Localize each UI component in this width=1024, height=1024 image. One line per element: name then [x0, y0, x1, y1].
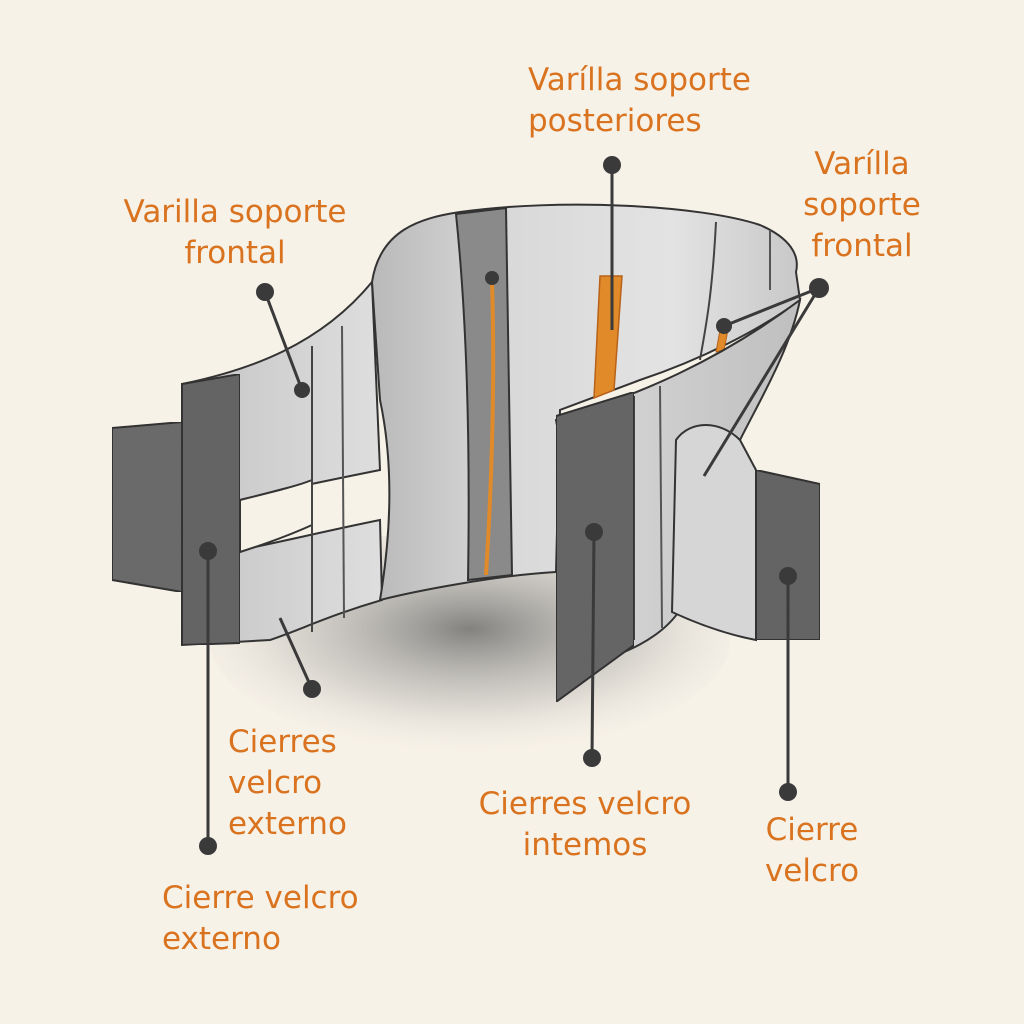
dot-velcro-inner: [583, 749, 601, 767]
right-velcro-tab: [755, 468, 821, 641]
label-front-rod-right: Varílla soporte frontal: [803, 146, 921, 264]
dot-front-right-top: [809, 278, 829, 298]
back-dark-strip: [454, 206, 514, 582]
dot-right-tab: [779, 567, 797, 585]
left-velcro-panel: [181, 372, 241, 647]
label-front-rod-left: Varilla soporte frontal: [123, 194, 347, 271]
right-curl-band: [670, 424, 757, 642]
dot-left-panel: [199, 542, 217, 560]
label-velcro-outer-lower: Cierre velcro externo: [162, 880, 359, 957]
dot-front-left-end: [294, 382, 310, 398]
leader-front-right-b: [702, 287, 821, 477]
dot-front-right-rod: [716, 318, 732, 334]
leader-front-right-a: [723, 286, 820, 328]
leader-front-left: [263, 291, 304, 391]
dot-front-left-top: [256, 283, 274, 301]
dot-posterior-top: [603, 156, 621, 174]
dot-inner-panel: [585, 523, 603, 541]
label-velcro-single: Cierre velcro: [764, 812, 860, 889]
dot-velcro-single: [779, 783, 797, 801]
leader-velcro-inner: [590, 531, 596, 759]
left-outer-velcro-tab: [111, 420, 183, 594]
dot-velcro-outer-upper: [303, 680, 321, 698]
label-velcro-outer-upper: Cierres velcro externo: [228, 724, 347, 842]
dot-velcro-outer-lower: [199, 837, 217, 855]
dot-left-rod: [485, 271, 499, 285]
label-posterior-rod: Varílla soporte posteriores: [528, 62, 751, 139]
label-velcro-inner: Cierres velcro intemos: [478, 786, 692, 863]
center-back-rod: [593, 275, 623, 400]
left-back-rod: [484, 279, 496, 576]
leader-velcro-outer-upper: [278, 617, 314, 690]
